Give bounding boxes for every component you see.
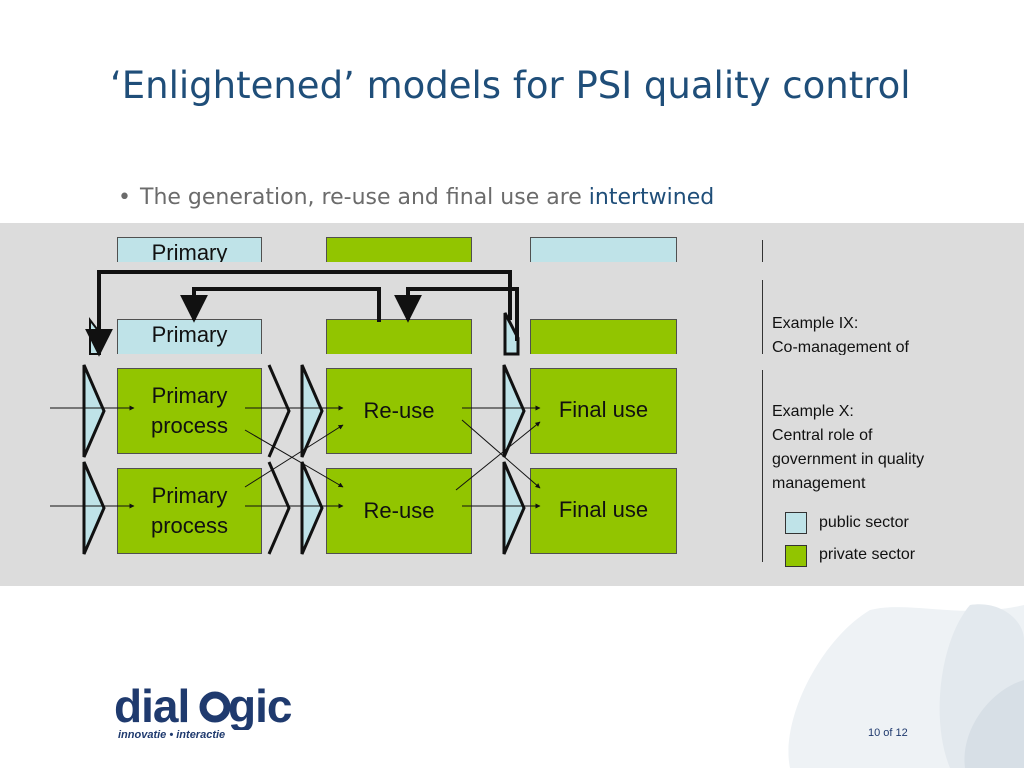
row-1-clipped: Primary	[0, 237, 1024, 262]
primary-label-row1: Primary	[151, 240, 228, 262]
chevron-group-row3	[82, 364, 526, 458]
reuse-box-row4: Re-use	[326, 468, 472, 554]
svg-text:gic: gic	[228, 680, 292, 730]
logo-tagline: innovatie • interactie	[118, 729, 226, 741]
primary-process-box-row3: Primary process	[117, 368, 262, 454]
separator-row3	[762, 370, 763, 562]
chevron-group-row4	[82, 461, 526, 555]
primary-label-row3: Primary process	[150, 383, 229, 438]
final-use-box-row4: Final use	[530, 468, 677, 554]
example-ix-line1: Example IX:	[772, 315, 859, 332]
primary-label-row4: Primary process	[150, 483, 229, 538]
legend-swatch-public	[785, 512, 807, 534]
decorative-swoosh	[788, 604, 1024, 768]
reuse-label-row3: Re-use	[363, 398, 435, 423]
reuse-box-row3: Re-use	[326, 368, 472, 454]
reuse-label-row4: Re-use	[363, 498, 435, 523]
legend-label-public: public sector	[819, 514, 909, 531]
bullet-dot: •	[118, 185, 131, 210]
final-use-box-row2	[530, 319, 677, 354]
example-ix-clip: Example IX: Co-management of	[772, 312, 1012, 355]
example-ix-line2: Co-management of	[772, 339, 909, 355]
svg-text:dial: dial	[114, 680, 189, 730]
separator-row2	[762, 280, 763, 354]
example-x-line1: Example X:	[772, 403, 854, 420]
dialogic-logo: dial gic	[114, 680, 293, 730]
primary-process-box-row4: Primary process	[117, 468, 262, 554]
bullet-item: • The generation, re-use and final use ar…	[118, 185, 714, 210]
example-x-line3: government in quality	[772, 451, 925, 468]
primary-label-row2: Primary	[151, 322, 228, 347]
legend-label-private: private sector	[819, 546, 916, 563]
bullet-highlight: intertwined	[588, 185, 715, 210]
final-use-box-row1	[530, 237, 677, 262]
example-x-line4: management	[772, 475, 866, 492]
slide-title: ‘Enlightened’ models for PSI quality con…	[110, 64, 911, 107]
row-2-clipped: Primary	[0, 319, 1024, 354]
example-x-line2: Central role of	[772, 427, 873, 444]
separator-row1	[762, 240, 763, 262]
bullet-text: The generation, re-use and final use are	[140, 185, 589, 210]
primary-process-box-row1: Primary	[117, 237, 262, 262]
page-number: 10 of 12	[868, 727, 908, 739]
example-ix-text: Example IX: Co-management of	[772, 312, 909, 355]
legend-swatch-private	[785, 545, 807, 567]
example-x-text: Example X: Central role of government in…	[772, 400, 924, 496]
primary-process-box-row2: Primary	[117, 319, 262, 354]
final-use-label-row4: Final use	[558, 497, 649, 522]
final-use-label-row3: Final use	[558, 397, 649, 422]
final-use-box-row3: Final use	[530, 368, 677, 454]
reuse-box-row1	[326, 237, 472, 262]
